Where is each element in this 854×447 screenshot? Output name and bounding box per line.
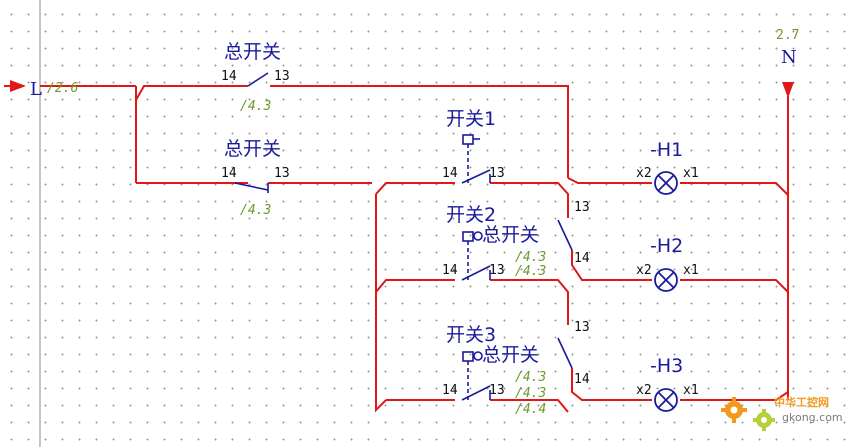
switch-1-label: 开关1 (446, 108, 496, 130)
signal-L-label: L (30, 79, 42, 100)
lamp-H2-label: -H2 (650, 235, 683, 257)
switch-3-label: 开关3 (446, 324, 496, 346)
contact-2-pin-top: 13 (574, 320, 590, 335)
lamp-H3-pin-left: x2 (636, 383, 652, 398)
switch-2-actuator-icon (462, 231, 474, 242)
signal-L-ref: /2.6 (47, 81, 78, 96)
wire-row1-to-lamp (567, 177, 652, 184)
wire-H2-to-N (680, 279, 789, 293)
switch-1-pin-right: 13 (489, 166, 505, 181)
contact-1-pin-top: 13 (574, 200, 590, 215)
switch-3-blade (461, 385, 491, 401)
main-switch-1-pin-left: 14 (221, 69, 237, 84)
switch-1-blade (461, 169, 491, 184)
main-switch-2-pin-right: 13 (274, 166, 290, 181)
switch-2-aux-label: 总开关 (482, 224, 539, 246)
switch-3-ref-1: /4.3 (515, 370, 546, 385)
switch-3-actuator-tip (473, 351, 483, 361)
lamp-H2-pin-left: x2 (636, 263, 652, 278)
wire-row2-mid (490, 279, 569, 312)
switch-3-pin-right: 13 (489, 383, 505, 398)
L-arrow-icon (10, 80, 26, 92)
wire-H3-to-N (680, 391, 789, 401)
lamp-H3-pin-right: x1 (683, 383, 699, 398)
lamp-H2-pin-right: x1 (683, 263, 699, 278)
signal-N-label: N (781, 47, 797, 68)
lamps (654, 171, 678, 412)
gear-small-icon (753, 409, 775, 431)
wire-top-to-switch1 (135, 85, 248, 101)
wiring (4, 85, 789, 413)
wire-row2-left (375, 279, 455, 293)
main-switch-2-label: 总开关 (224, 138, 281, 160)
switch-3-aux-label: 总开关 (482, 344, 539, 366)
lamp-H3-icon (654, 388, 678, 412)
main-switch-1-blade (247, 72, 269, 87)
signal-N-ref: 2.7 (776, 28, 799, 43)
main-switch-1-label: 总开关 (224, 41, 281, 63)
switch-2-ref-1: /4.3 (515, 250, 546, 265)
switch-2-pin-right: 13 (489, 263, 505, 278)
switch-2-ref-2: /4.3 (515, 264, 546, 279)
main-switch-1-ref: /4.3 (240, 99, 271, 114)
switch-2-actuator-tip (473, 231, 483, 241)
lamp-H1-pin-left: x2 (636, 166, 652, 181)
contact-2-pin-bottom: 14 (574, 372, 590, 387)
contact-1-pin-bottom: 14 (574, 251, 590, 266)
switch-3-ref-2: /4.3 (515, 386, 546, 401)
N-arrow-icon (782, 82, 794, 98)
lamp-H3-label: -H3 (650, 355, 683, 377)
wire-row1-left (375, 182, 455, 195)
symbols (234, 72, 573, 403)
watermark-url: gkong.com (782, 411, 843, 424)
switch-1-pin-left: 14 (442, 166, 458, 181)
wire-left-bus (375, 194, 387, 413)
switch-3-pin-left: 14 (442, 383, 458, 398)
watermark: 中华工控网 gkong.com (721, 395, 843, 431)
wire-H1-to-N (680, 182, 789, 196)
watermark-title: 中华工控网 (774, 395, 829, 409)
switch-3-actuator-icon (462, 351, 474, 362)
main-switch-2-blade (234, 182, 269, 191)
switch-2-blade (461, 265, 491, 281)
main-switch-2-pin-left: 14 (221, 166, 237, 181)
wire-row2-to-lamp (571, 250, 652, 281)
switch-2-pin-left: 14 (442, 263, 458, 278)
lamp-H1-label: -H1 (650, 139, 683, 161)
contact-1-blade (557, 219, 573, 251)
switch-1-actuator-icon (462, 134, 474, 145)
main-switch-1-pin-right: 13 (274, 69, 290, 84)
wire-top-right (270, 85, 569, 178)
contact-2-blade (557, 337, 573, 369)
lamp-H2-icon (654, 268, 678, 292)
main-switch-2-ref: /4.3 (240, 203, 271, 218)
wire-row1-mid (490, 182, 569, 212)
lamp-H1-icon (654, 171, 678, 195)
wire-row3-mid (490, 399, 569, 413)
switch-2-label: 开关2 (446, 204, 496, 226)
wire-row3-to-lamp (571, 368, 652, 401)
gear-icon (721, 397, 747, 423)
lamp-H1-pin-right: x1 (683, 166, 699, 181)
switch-3-ref-3: /4.4 (515, 402, 546, 417)
